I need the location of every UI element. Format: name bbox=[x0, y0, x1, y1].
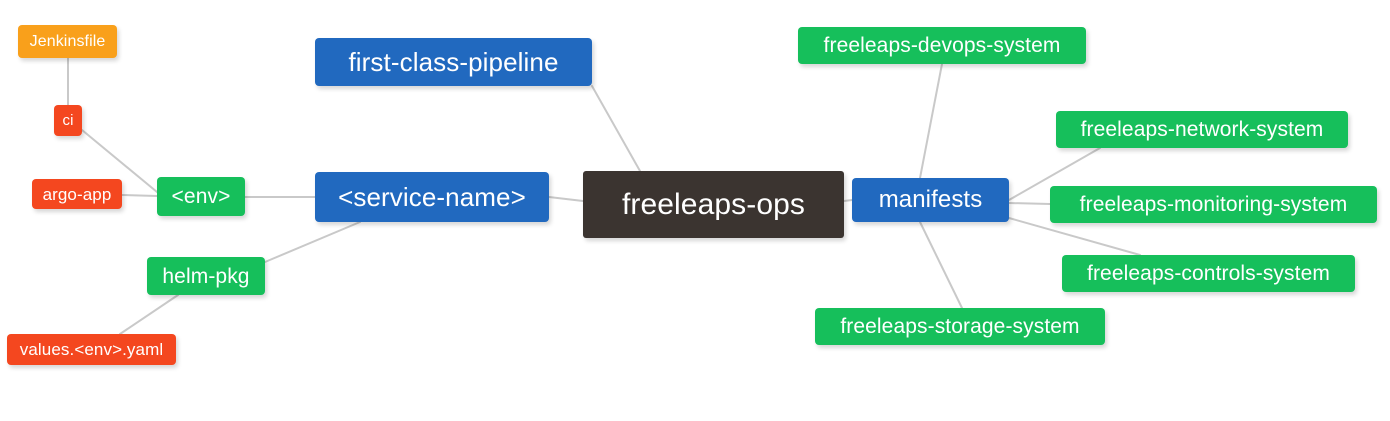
node-label: argo-app bbox=[42, 184, 112, 204]
edge-helm-pkg-to-values-env-yaml bbox=[119, 294, 179, 335]
node-values-env-yaml[interactable]: values.<env>.yaml bbox=[7, 334, 176, 365]
node-freeleaps-controls-system[interactable]: freeleaps-controls-system bbox=[1062, 255, 1355, 292]
node-ci[interactable]: ci bbox=[54, 105, 82, 136]
node-freeleaps-devops-system[interactable]: freeleaps-devops-system bbox=[798, 27, 1086, 64]
node-first-class-pipeline[interactable]: first-class-pipeline bbox=[315, 38, 592, 86]
node-env[interactable]: <env> bbox=[157, 177, 245, 216]
node-label: ci bbox=[62, 112, 74, 129]
node-label: freeleaps-network-system bbox=[1080, 118, 1324, 141]
node-freeleaps-network-system[interactable]: freeleaps-network-system bbox=[1056, 111, 1348, 148]
edge-freeleaps-ops-to-manifests bbox=[843, 199, 853, 202]
edge-manifests-to-freeleaps-devops-system bbox=[919, 63, 943, 179]
node-label: manifests bbox=[878, 186, 983, 213]
edge-freeleaps-ops-to-service-name bbox=[548, 196, 584, 202]
node-label: <env> bbox=[171, 185, 231, 208]
edge-freeleaps-ops-to-first-class-pipeline bbox=[591, 85, 641, 172]
node-label: freeleaps-devops-system bbox=[823, 34, 1061, 57]
edge-env-to-argo-app bbox=[121, 194, 158, 197]
node-manifests[interactable]: manifests bbox=[852, 178, 1009, 222]
node-jenkinsfile[interactable]: Jenkinsfile bbox=[18, 25, 117, 58]
edge-manifests-to-freeleaps-storage-system bbox=[919, 221, 963, 309]
node-label: values.<env>.yaml bbox=[19, 340, 164, 359]
edge-manifests-to-freeleaps-controls-system bbox=[1008, 217, 1141, 256]
node-label: first-class-pipeline bbox=[348, 47, 559, 77]
node-label: freeleaps-ops bbox=[621, 187, 806, 221]
node-label: freeleaps-storage-system bbox=[840, 315, 1080, 338]
node-label: Jenkinsfile bbox=[29, 32, 106, 50]
edge-manifests-to-freeleaps-monitoring-system bbox=[1008, 202, 1051, 205]
node-argo-app[interactable]: argo-app bbox=[32, 179, 122, 209]
node-label: helm-pkg bbox=[162, 264, 250, 288]
node-service-name[interactable]: <service-name> bbox=[315, 172, 549, 222]
edge-service-name-to-helm-pkg bbox=[264, 221, 361, 263]
node-freeleaps-ops[interactable]: freeleaps-ops bbox=[583, 171, 844, 238]
node-label: freeleaps-monitoring-system bbox=[1079, 193, 1348, 216]
node-label: freeleaps-controls-system bbox=[1087, 262, 1330, 285]
node-freeleaps-storage-system[interactable]: freeleaps-storage-system bbox=[815, 308, 1105, 345]
node-label: <service-name> bbox=[338, 182, 526, 212]
node-helm-pkg[interactable]: helm-pkg bbox=[147, 257, 265, 295]
node-freeleaps-monitoring-system[interactable]: freeleaps-monitoring-system bbox=[1050, 186, 1377, 223]
